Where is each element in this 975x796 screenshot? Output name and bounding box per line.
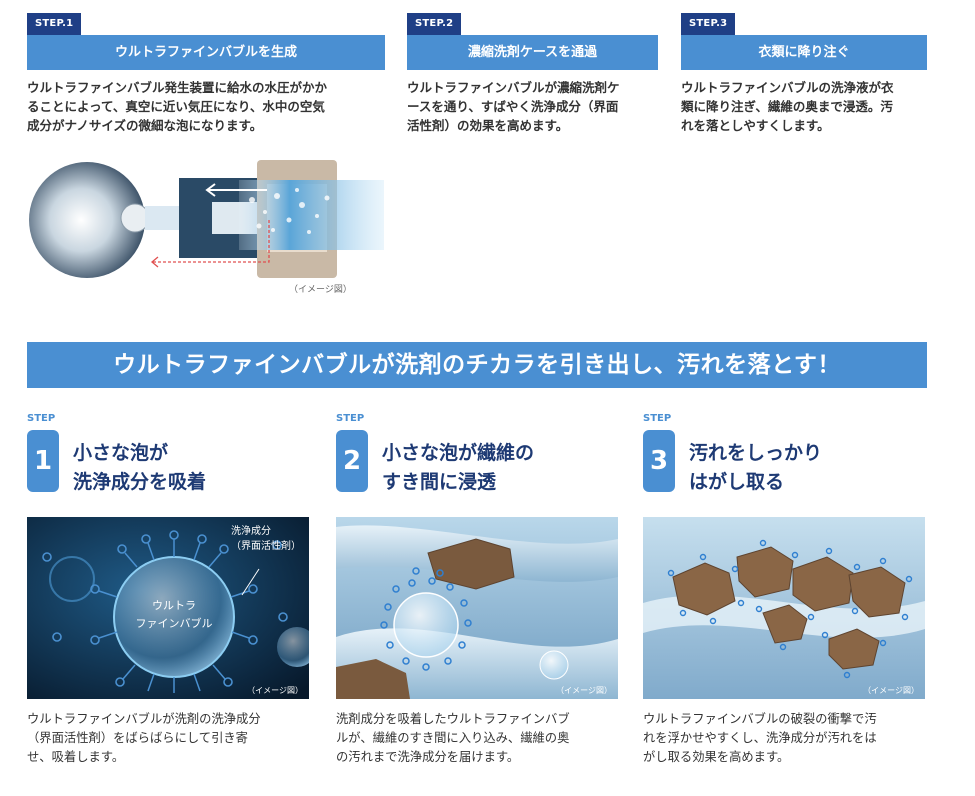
step-description: ウルトラファインバブルが濃縮洗剤ケ ースを通り、すばやく洗浄成分（界面 活性剤）…: [407, 78, 620, 135]
image-caption: （イメージ図）: [863, 686, 919, 695]
spray-nozzle: [29, 162, 145, 278]
step-title: 小さな泡が 洗浄成分を吸着: [73, 439, 206, 497]
bubble-label: ウルトラ: [152, 599, 196, 612]
removal-illustration: （イメージ図）: [643, 517, 925, 699]
desc-line: ルが、繊維のすき間に入り込み、繊維の奥: [336, 731, 570, 745]
desc-line: がし取る効果を高めます。: [643, 750, 790, 764]
title-line: すき間に浸透: [382, 471, 497, 493]
step-description: 洗剤成分を吸着したウルトラファインバブ ルが、繊維のすき間に入り込み、繊維の奥 …: [336, 710, 570, 767]
step-description: ウルトラファインバブル発生装置に給水の水圧がかか ることによって、真空に近い気圧…: [27, 78, 327, 135]
step-heading: 衣類に降り注ぐ: [681, 35, 927, 70]
step-label: STEP: [643, 413, 672, 424]
desc-line: （界面活性剤）をばらばらにして引き寄: [27, 731, 248, 745]
desc-line: 類に降り注ぎ、繊維の奥まで浸透。汚: [681, 99, 893, 114]
step-tag: STEP.3: [681, 13, 736, 35]
title-line: 小さな泡が繊維の: [382, 442, 535, 464]
dirt-particle: [427, 538, 515, 590]
title-line: 小さな泡が: [73, 442, 169, 464]
desc-line: ウルトラファインバブル発生装置に給水の水圧がかか: [27, 80, 328, 95]
step-tag: STEP.2: [407, 13, 462, 35]
dirt-removal-image: （イメージ図）: [643, 517, 925, 699]
step-number: 3: [643, 430, 675, 492]
banner-heading: ウルトラファインバブルが洗剤のチカラを引き出し、汚れを落とす！: [27, 342, 927, 388]
step-label: STEP: [27, 413, 56, 424]
image-caption: （イメージ図）: [247, 686, 303, 695]
step-label: STEP: [336, 413, 365, 424]
desc-line: の汚れまで洗浄成分を届けます。: [336, 750, 520, 764]
step-tag: STEP.1: [27, 13, 82, 35]
ultrafine-bubble: [393, 592, 459, 658]
component-label: 洗浄成分: [231, 524, 271, 537]
desc-line: ースを通り、すばやく洗浄成分（界面: [407, 99, 619, 114]
water-flow: [239, 180, 384, 250]
step-heading: 濃縮洗剤ケースを通過: [407, 35, 658, 70]
image-caption: （イメージ図）: [289, 285, 352, 295]
desc-line: せ、吸着します。: [27, 750, 125, 764]
step-title: 小さな泡が繊維の すき間に浸透: [382, 439, 534, 497]
desc-line: れを浮かせやすくし、洗浄成分が汚れをは: [643, 731, 877, 745]
step-number: 1: [27, 430, 59, 492]
diagram-illustration: [29, 160, 384, 278]
desc-line: ウルトラファインバブルが洗剤の洗浄成分: [27, 712, 261, 726]
desc-line: 活性剤）の効果を高めます。: [407, 118, 569, 133]
bubble-label: ファインバブル: [136, 616, 213, 630]
component-sublabel: （界面活性剤）: [231, 539, 301, 552]
image-caption: （イメージ図）: [556, 686, 612, 695]
fiber-penetration-image: （イメージ図）: [336, 517, 618, 699]
step-number: 2: [336, 430, 368, 492]
desc-line: ウルトラファインバブルが濃縮洗剤ケ: [407, 80, 620, 95]
title-line: 洗浄成分を吸着: [73, 471, 207, 493]
dirt-chunks: [672, 546, 906, 670]
adsorb-illustration: ウルトラ ファインバブル 洗浄成分 （界面活性剤） （イメージ図）: [27, 517, 309, 699]
title-line: 汚れをしっかり: [689, 442, 823, 464]
step-description: ウルトラファインバブルの破裂の衝撃で汚 れを浮かせやすくし、洗浄成分が汚れをは …: [643, 710, 877, 767]
step-description: ウルトラファインバブルの洗浄液が衣 類に降り注ぎ、繊維の奥まで浸透。汚 れを落と…: [681, 78, 894, 135]
desc-line: れを落としやすくします。: [681, 118, 830, 133]
step-title: 汚れをしっかり はがし取る: [689, 439, 822, 497]
bubble-generator-diagram: （イメージ図）: [27, 150, 387, 304]
step-heading: ウルトラファインバブルを生成: [27, 35, 385, 70]
step-description: ウルトラファインバブルが洗剤の洗浄成分 （界面活性剤）をばらばらにして引き寄 せ…: [27, 710, 261, 767]
desc-line: ウルトラファインバブルの破裂の衝撃で汚: [643, 712, 877, 726]
desc-line: 成分がナノサイズの微細な泡になります。: [27, 118, 263, 133]
penetration-illustration: （イメージ図）: [336, 517, 618, 699]
bubble-adsorb-image: ウルトラ ファインバブル 洗浄成分 （界面活性剤） （イメージ図）: [27, 517, 309, 699]
title-line: はがし取る: [689, 471, 785, 493]
desc-line: ウルトラファインバブルの洗浄液が衣: [681, 80, 894, 95]
desc-line: 洗剤成分を吸着したウルトラファインバブ: [336, 712, 570, 726]
desc-line: ることによって、真空に近い気圧になり、水中の空気: [27, 99, 325, 114]
